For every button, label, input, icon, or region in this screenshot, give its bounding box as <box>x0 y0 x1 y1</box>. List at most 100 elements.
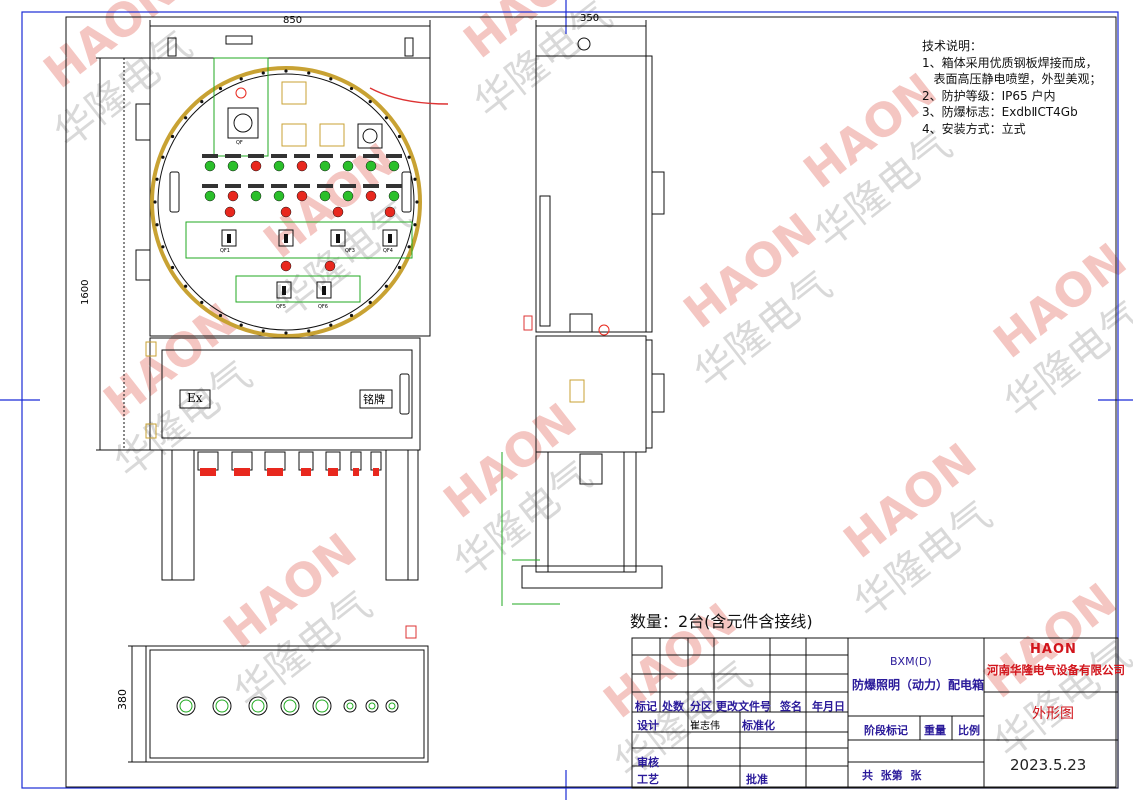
indicator-light <box>280 206 292 218</box>
main-switch <box>227 107 259 139</box>
qf5-label: QF5 <box>276 304 286 310</box>
side-gland <box>579 453 603 485</box>
tb-h-zone: 分区 <box>690 700 712 713</box>
flange-bolt <box>284 331 288 335</box>
flange-bolts <box>153 69 419 335</box>
indicator-label-plate <box>386 154 402 158</box>
plan-gland-inner <box>368 702 376 710</box>
cable-gland <box>350 451 362 471</box>
cable-gland-ring <box>328 468 338 476</box>
indicator-light <box>342 190 354 202</box>
side-lower-handle <box>651 373 665 413</box>
qf1-label: QF1 <box>220 248 230 254</box>
indicator-label-plate <box>202 184 218 188</box>
dim-350: 350 <box>580 13 600 24</box>
flange-bolt <box>349 313 354 318</box>
indicator-light <box>273 160 285 172</box>
indicator-label-plate <box>271 154 287 158</box>
side-base <box>521 565 663 589</box>
selector-switch <box>357 123 383 149</box>
tb-h-stage: 阶段标记 <box>864 724 908 737</box>
flange-bolt <box>184 116 188 120</box>
breaker-toggle <box>227 234 231 243</box>
hinge-lower-left <box>135 249 151 281</box>
indicator-light <box>204 190 216 202</box>
plan-gland-inner <box>283 699 297 713</box>
indicator-light <box>204 160 216 172</box>
flange-bolt <box>397 134 402 139</box>
leader-line <box>369 87 449 105</box>
flange-bolt <box>329 323 333 327</box>
meter-1 <box>281 81 307 105</box>
dim-850: 850 <box>283 15 303 26</box>
nameplate-label: 铭牌 <box>363 393 385 406</box>
title-block-border <box>631 637 1119 789</box>
cable-glands <box>197 451 382 476</box>
cable-gland-ring <box>267 468 283 476</box>
leg-right <box>385 449 419 581</box>
indicator-label-plate <box>317 154 333 158</box>
flange-bolt <box>153 200 157 204</box>
breaker-toggle <box>284 234 288 243</box>
tb-company-name: 河南华隆电气设备有限公司 <box>987 663 1125 677</box>
tb-h-design: 设计 <box>637 719 659 732</box>
indicator-light <box>342 160 354 172</box>
cover-edge <box>157 73 415 331</box>
tb-h-mark: 标记 <box>635 700 657 713</box>
tb-date: 2023.5.23 <box>1010 756 1087 774</box>
cable-gland-ring <box>234 468 250 476</box>
flange-bolt <box>368 100 372 104</box>
flange-bolt <box>329 77 333 81</box>
tech-note-line: 2、防护等级：IP65 户内 <box>922 88 1056 103</box>
tb-h-sheets: 共 张第 张 <box>862 769 922 782</box>
tech-notes-title: 技术说明： <box>922 39 983 53</box>
lower-handle <box>399 373 410 415</box>
indicator-label-plate <box>340 154 356 158</box>
meter-3 <box>319 123 345 147</box>
flange-bolt <box>200 100 204 104</box>
tb-drawing-title: 外形图 <box>1032 706 1074 722</box>
indicator-light <box>365 190 377 202</box>
plan-gland-inner <box>179 699 193 713</box>
tech-note-line: 表面高压静电喷塑，外型美观； <box>922 72 1102 86</box>
top-stud <box>225 35 253 45</box>
indicator-light <box>296 160 308 172</box>
side-terminal <box>569 313 593 333</box>
plan-gland <box>212 696 232 716</box>
side-upper-cover <box>645 55 653 333</box>
indicator-label-plate <box>202 154 218 158</box>
flange-bolt <box>200 300 204 304</box>
tb-h-sign: 签名 <box>780 700 802 713</box>
breaker-body <box>382 229 398 247</box>
nameplate <box>359 389 393 409</box>
handle-right <box>401 171 412 213</box>
tb-h-approve: 批准 <box>746 773 768 786</box>
indicator-label-plate <box>294 154 310 158</box>
side-lower-cover <box>645 339 653 449</box>
indicator-label-plate <box>317 184 333 188</box>
title-block-grid <box>631 637 1119 789</box>
flange-bolt <box>161 245 165 249</box>
side-indicator <box>598 324 610 336</box>
plan-gland <box>248 696 268 716</box>
indicator-label-plate <box>248 184 264 188</box>
flange-bolt <box>170 265 175 270</box>
plan-gland <box>312 696 332 716</box>
breaker-body <box>221 229 237 247</box>
indicator-light <box>388 190 400 202</box>
dim-1600: 1600 <box>80 279 91 305</box>
plan-gland <box>385 699 399 713</box>
plan-gland-inner <box>251 699 265 713</box>
hinge-upper-left <box>135 103 151 141</box>
flange-bolt <box>170 134 175 139</box>
tb-h-process: 工艺 <box>637 773 659 786</box>
indicator-label-plate <box>294 184 310 188</box>
plan-gland-inner <box>215 699 229 713</box>
flange-bolt <box>284 69 288 73</box>
indicator-label-plate <box>363 184 379 188</box>
cable-gland <box>197 451 219 471</box>
tech-note-line: 3、防爆标志：ExdbⅡCT4Gb <box>922 105 1078 119</box>
